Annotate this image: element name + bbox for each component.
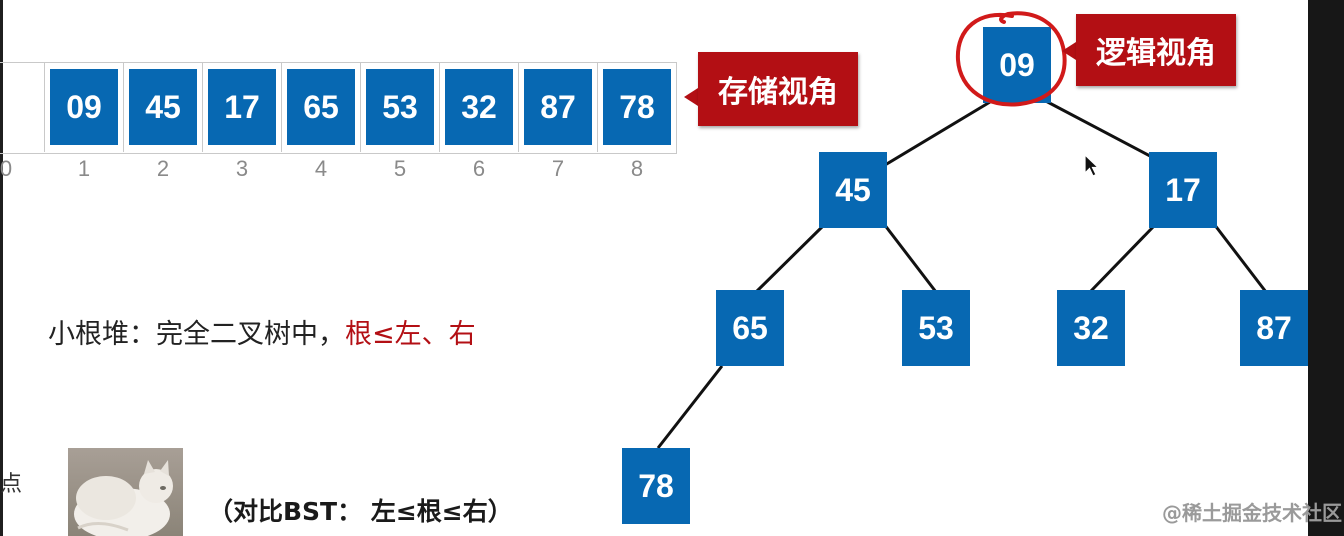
definition-emphasis: 根≤左、右 <box>345 319 476 350</box>
array-index-4: 4 <box>314 156 328 181</box>
array-index-8: 8 <box>630 156 644 181</box>
storage-view-callout: 存储视角 <box>698 52 858 126</box>
array-cell-7: 87 <box>524 69 592 145</box>
cropped-text-fragment: 点 <box>0 472 23 497</box>
watermark: @稀土掘金技术社区 <box>1162 501 1342 525</box>
logical-callout-pointer <box>1062 42 1076 60</box>
logical-view-callout: 逻辑视角 <box>1076 14 1236 86</box>
array-divider <box>597 62 598 152</box>
array-divider <box>44 62 45 152</box>
array-cell-4: 65 <box>287 69 355 145</box>
bst-comparison-note: （对比BST： 左≤根≤右） <box>208 497 513 526</box>
array-cell-2: 45 <box>129 69 197 145</box>
array-divider <box>281 62 282 152</box>
min-heap-definition: 小根堆：完全二叉树中，根≤左、右 <box>48 312 476 351</box>
tree-node-root: 09 <box>983 27 1051 103</box>
mouse-pointer-icon <box>1084 154 1100 177</box>
tree-node-left: 45 <box>819 152 887 228</box>
array-divider <box>123 62 124 152</box>
array-index-6: 6 <box>472 156 486 181</box>
cat-illustration <box>74 460 173 536</box>
array-cell-6: 32 <box>445 69 513 145</box>
cat-photo <box>68 448 183 536</box>
tree-node-left-right: 53 <box>902 290 970 366</box>
tree-node-right: 17 <box>1149 152 1217 228</box>
root-highlight-ring <box>955 11 1067 107</box>
array-cell-1: 09 <box>50 69 118 145</box>
array-index-2: 2 <box>156 156 170 181</box>
tree-node-right-right: 87 <box>1240 290 1308 366</box>
array-cell-3: 17 <box>208 69 276 145</box>
tree-node-leaf: 78 <box>622 448 690 524</box>
right-frame-edge <box>1308 0 1344 536</box>
array-index-1: 1 <box>77 156 91 181</box>
array-index-0: 0 <box>0 156 13 181</box>
array-index-5: 5 <box>393 156 407 181</box>
array-index-3: 3 <box>235 156 249 181</box>
array-strip <box>0 62 677 154</box>
array-divider <box>518 62 519 152</box>
array-cell-8: 78 <box>603 69 671 145</box>
array-divider <box>360 62 361 152</box>
array-index-7: 7 <box>551 156 565 181</box>
array-divider <box>202 62 203 152</box>
definition-text: 小根堆：完全二叉树中， <box>48 319 345 350</box>
tree-node-left-left: 65 <box>716 290 784 366</box>
tree-node-right-left: 32 <box>1057 290 1125 366</box>
left-frame-edge <box>0 0 3 536</box>
array-cell-5: 53 <box>366 69 434 145</box>
storage-callout-pointer <box>684 88 698 106</box>
array-divider <box>439 62 440 152</box>
